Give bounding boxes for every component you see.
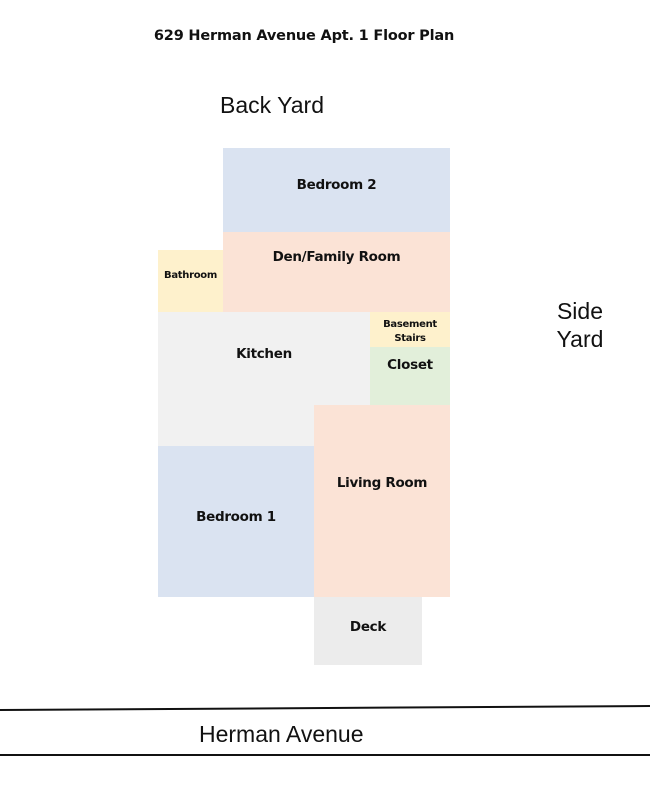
deck: Deck: [314, 597, 422, 665]
room-label-line1: Basement: [383, 319, 437, 330]
room-label: Closet: [387, 357, 433, 373]
room-closet: Closet: [370, 347, 450, 405]
side-yard-label: Side Yard: [554, 297, 606, 353]
room-living-room: Living Room: [314, 405, 450, 597]
room-basement-stairs: Basement Stairs: [370, 312, 450, 347]
room-label: Kitchen: [236, 346, 292, 362]
room-label: Living Room: [336, 475, 428, 491]
room-bathroom: Bathroom: [158, 250, 223, 312]
side-yard-line2: Yard: [556, 326, 604, 352]
room-label: Deck: [349, 619, 387, 635]
room-label: Bathroom: [164, 270, 217, 281]
room-bedroom-2: Bedroom 2: [223, 148, 450, 232]
back-yard-label: Back Yard: [220, 92, 324, 118]
room-label: Bedroom 1: [196, 509, 276, 525]
room-label-line2: Stairs: [394, 333, 426, 344]
room-den-family-room: Den/Family Room: [223, 232, 450, 312]
street-edge-top: [0, 705, 650, 711]
side-yard-line1: Side: [556, 298, 604, 324]
room-label: Den/Family Room: [272, 249, 401, 265]
room-label: Bedroom 2: [296, 177, 377, 193]
street-label: Herman Avenue: [199, 721, 364, 747]
room-bedroom-1: Bedroom 1: [158, 446, 314, 597]
street-edge-bottom: [0, 754, 650, 756]
page-title: 629 Herman Avenue Apt. 1 Floor Plan: [153, 28, 455, 44]
room-kitchen: Kitchen: [158, 312, 370, 446]
